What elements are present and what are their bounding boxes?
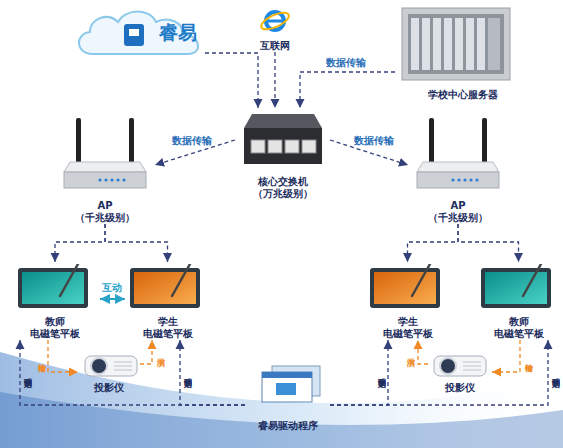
connector: [492, 340, 520, 372]
node-label: 教师 电磁笔平板: [489, 316, 549, 340]
node-label: 教师 电磁笔平板: [25, 316, 85, 340]
switch-top: [244, 114, 322, 128]
connector: [140, 340, 152, 364]
teacher-tablet-icon: [481, 264, 551, 308]
node-label: 睿易驱动程序: [258, 420, 318, 432]
switch-port: [251, 140, 265, 153]
node-label: 投影仪: [94, 382, 124, 394]
program-titlebar: [262, 372, 312, 378]
connector: [458, 224, 519, 262]
student-tablet-icon: [130, 264, 200, 308]
logo-mark: [129, 29, 139, 36]
connector: [100, 298, 125, 300]
edge-label: 互动: [102, 281, 122, 295]
connector: [274, 52, 275, 108]
cloud-logo: [79, 12, 198, 55]
projector: 投影仪: [428, 350, 492, 394]
connector: [55, 224, 105, 262]
connector: [20, 340, 245, 405]
internet-node: 互联网: [250, 8, 300, 52]
background-swoosh: [0, 352, 563, 448]
router-icon: [64, 118, 146, 188]
connector: [105, 224, 168, 262]
program-window: [262, 372, 312, 402]
program-logo: [276, 383, 296, 395]
server-card: [411, 18, 419, 70]
brand-name: 睿易: [159, 22, 197, 43]
server-card: [455, 18, 463, 70]
connector: [205, 53, 258, 108]
node-label: AP （千兆级别）: [70, 200, 140, 224]
switch-port: [285, 140, 299, 153]
access-point: AP （千兆级别）: [55, 118, 155, 224]
internet-icon: [259, 9, 291, 33]
edge-label: 数据传输: [326, 56, 366, 70]
student-tablet: 学生 电磁笔平板: [365, 262, 450, 340]
teacher-tablet: 教师 电磁笔平板: [10, 262, 100, 340]
node-label: 学生 电磁笔平板: [138, 316, 198, 340]
node-label: 学校中心服务器: [428, 89, 498, 101]
router-icon: [417, 118, 499, 188]
server-card: [488, 18, 500, 70]
node-label: 核心交换机 （万兆级别）: [243, 176, 323, 200]
projector: 投影仪: [78, 350, 140, 394]
switch-port: [302, 140, 316, 153]
driver-program: 睿易驱动程序: [245, 364, 330, 432]
connector: [300, 72, 395, 108]
switch-port: [268, 140, 282, 153]
central-server: 学校中心服务器: [395, 5, 530, 101]
connector: [180, 340, 245, 405]
server-card: [433, 18, 441, 70]
student-tablet-icon: [370, 264, 440, 308]
brand-logo: 睿易: [80, 5, 205, 60]
connector: [418, 340, 428, 364]
connector: [48, 340, 78, 372]
projector-icon: [434, 356, 486, 376]
edge-label: 数据传输: [172, 134, 212, 148]
node-label: AP （千兆级别）: [423, 200, 493, 224]
switch-front: [244, 128, 322, 164]
edge-label: 数据传输: [354, 134, 394, 148]
teacher-tablet: 教师 电磁笔平板: [475, 262, 562, 340]
server-card: [477, 18, 485, 70]
server-card: [422, 18, 430, 70]
connector: [330, 340, 388, 405]
node-label: 投影仪: [445, 382, 475, 394]
connector: [408, 224, 459, 262]
teacher-tablet-icon: [18, 264, 88, 308]
node-label: 互联网: [260, 40, 290, 52]
server-card: [466, 18, 474, 70]
projector-icon: [85, 356, 137, 376]
internet-icon: [267, 20, 283, 23]
access-point: AP （千兆级别）: [408, 118, 508, 224]
connector: [330, 340, 548, 405]
server-cards: [411, 18, 500, 70]
logo-mark: [124, 24, 144, 46]
student-tablet: 学生 电磁笔平板: [125, 262, 210, 340]
server-card: [444, 18, 452, 70]
core-switch: 核心交换机 （万兆级别）: [235, 108, 330, 200]
server-rack: [408, 14, 504, 74]
server-rack: [402, 8, 510, 80]
node-label: 学生 电磁笔平板: [378, 316, 438, 340]
